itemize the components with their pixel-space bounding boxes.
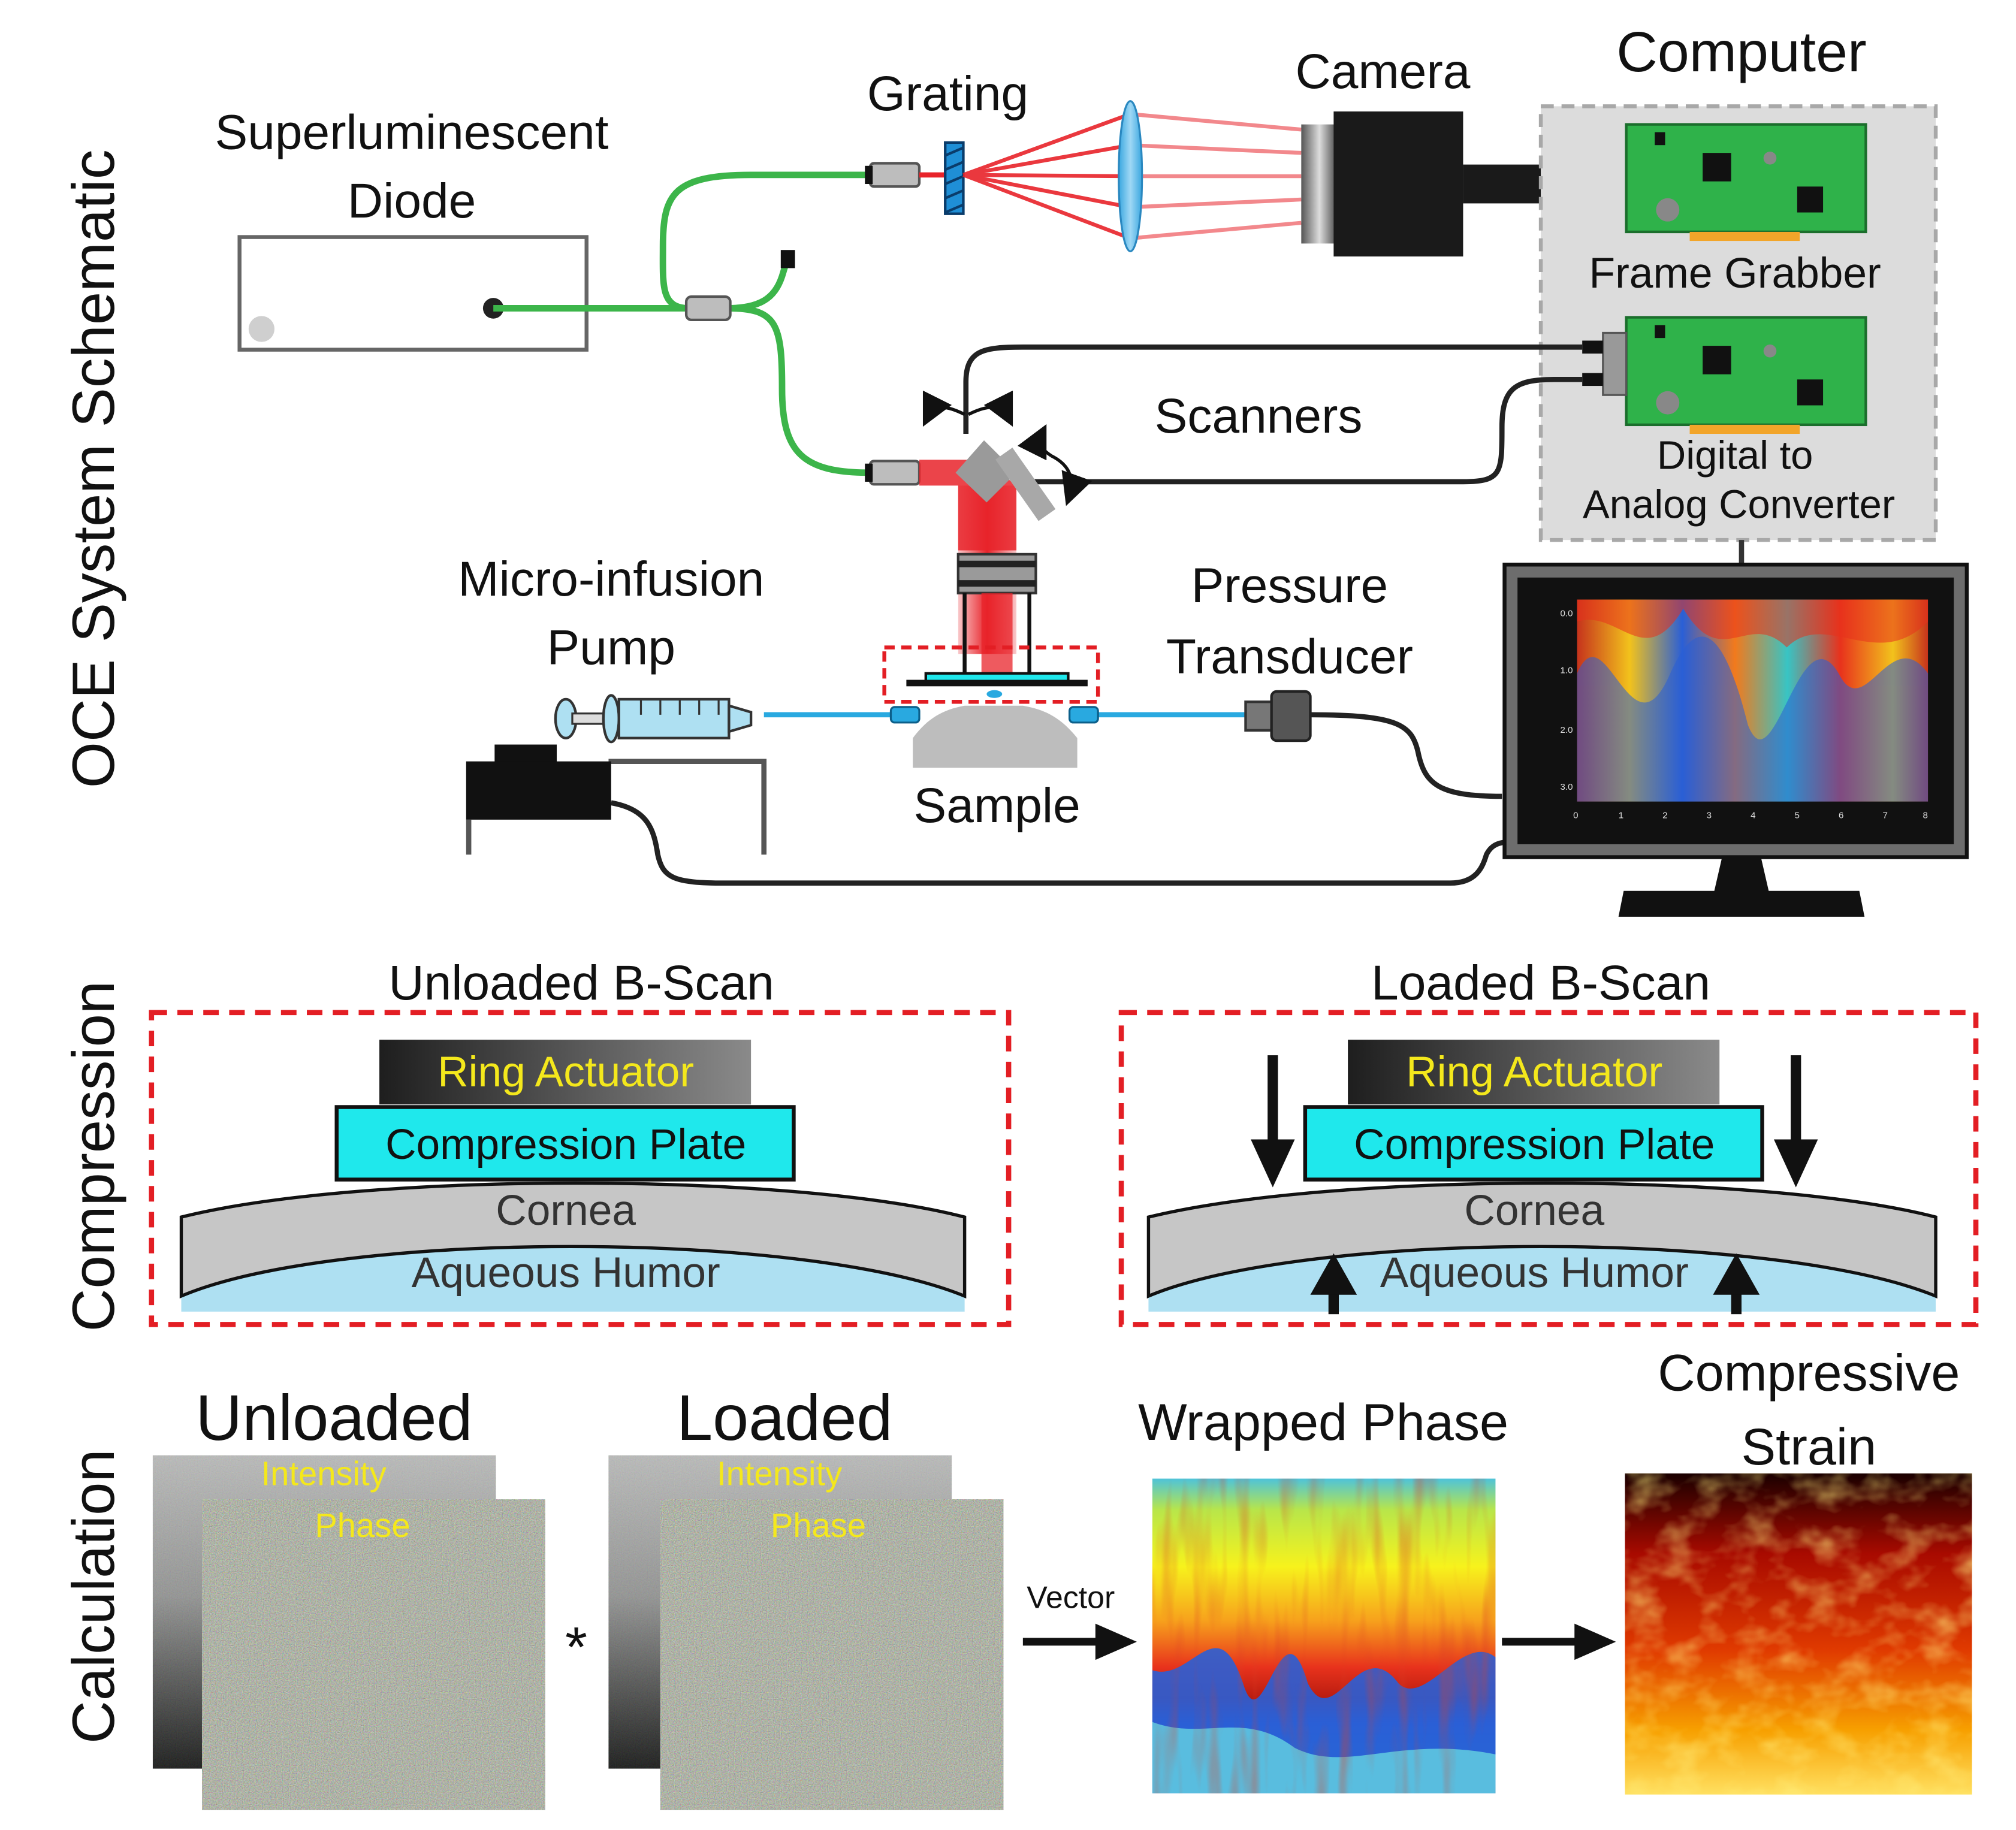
unloaded-phase-label: Phase <box>315 1506 410 1544</box>
loaded-ring-actuator <box>1348 1040 1720 1105</box>
svg-text:3: 3 <box>1707 811 1712 821</box>
vector-arrow <box>1022 1623 1137 1660</box>
scanner-mirror-x <box>955 440 1017 503</box>
scanner-cables <box>963 344 1583 485</box>
unloaded-aqueous-humor <box>181 1246 965 1312</box>
svg-text:2.0: 2.0 <box>1560 725 1573 735</box>
unloaded-compression-plate <box>334 1105 796 1182</box>
svg-text:7: 7 <box>1882 811 1887 821</box>
pressure-transducer <box>1244 690 1312 742</box>
loaded-stack-title: Loaded <box>677 1381 892 1454</box>
fiber-end-cap <box>780 250 795 268</box>
compressive-strain-title-line2: Strain <box>1741 1418 1876 1476</box>
camera-body <box>1333 111 1463 257</box>
unloaded-stack-title: Unloaded <box>195 1381 472 1454</box>
pump-body-top <box>494 744 557 764</box>
svg-text:1: 1 <box>1619 811 1623 821</box>
wrapped-phase-title: Wrapped Phase <box>1138 1394 1508 1451</box>
computer-label: Computer <box>1616 20 1866 84</box>
sld-indicator <box>248 316 275 342</box>
unloaded-ring-actuator-label: Ring Actuator <box>437 1048 694 1096</box>
unloaded-intensity-label: Intensity <box>261 1454 387 1492</box>
spectrometer-lens <box>1118 100 1143 252</box>
multiply-operator: * <box>565 1615 587 1679</box>
loaded-intensity-label: Intensity <box>717 1454 842 1492</box>
svg-text:5: 5 <box>1795 811 1800 821</box>
optical-fibers <box>493 171 870 476</box>
camera-label: Camera <box>1295 44 1470 99</box>
spectrometer-collimator <box>868 162 921 188</box>
sample-holder <box>913 705 1078 768</box>
pressure-label-line2: Transducer <box>1166 630 1413 684</box>
svg-text:8: 8 <box>1923 811 1927 821</box>
loaded-compression-plate <box>1303 1105 1764 1182</box>
camera-lens <box>1301 124 1338 244</box>
svg-text:1.0: 1.0 <box>1560 666 1573 676</box>
sample-inset-marker <box>882 645 1100 704</box>
loaded-aqueous-humor-label: Aqueous Humor <box>1380 1249 1689 1297</box>
loaded-cornea <box>1146 1181 1937 1298</box>
syringe <box>554 694 753 744</box>
unloaded-cornea-label: Cornea <box>496 1186 636 1234</box>
sld-fiber-port <box>482 298 504 319</box>
unloaded-bscan-title: Unloaded B-Scan <box>388 956 774 1010</box>
unloaded-aqueous-humor-label: Aqueous Humor <box>412 1249 720 1297</box>
loaded-bscan-title: Loaded B-Scan <box>1371 956 1710 1010</box>
monitor: 0.0 1.0 2.0 3.0 0 1 2 3 4 5 6 7 8 <box>1502 562 1969 917</box>
strain-arrow <box>1502 1623 1616 1660</box>
sld-label-line2: Diode <box>348 174 476 228</box>
pump-body <box>466 761 611 820</box>
frame-grabber-label: Frame Grabber <box>1589 249 1881 297</box>
compressive-strain-title-line1: Compressive <box>1658 1345 1960 1402</box>
svg-text:6: 6 <box>1839 811 1843 821</box>
load-arrows <box>1251 1055 1818 1315</box>
sample-arm-collimator <box>868 460 921 486</box>
loaded-ring-actuator-label: Ring Actuator <box>1406 1048 1662 1096</box>
svg-text:4: 4 <box>1751 811 1755 821</box>
vector-label: Vector <box>1027 1580 1115 1615</box>
section-label-schematic: OCE System Schematic <box>61 149 127 788</box>
dac-label-line1: Digital to <box>1657 433 1813 478</box>
pump-cable <box>611 800 1515 886</box>
fiber-coupler <box>684 295 732 322</box>
dac-card <box>1582 316 1867 434</box>
pump-label-line2: Pump <box>547 621 675 675</box>
pressure-label-line1: Pressure <box>1191 558 1389 613</box>
sample-label: Sample <box>913 778 1080 833</box>
sld-box <box>237 235 588 352</box>
svg-text:0.0: 0.0 <box>1560 609 1573 619</box>
section-label-compression: Compression <box>61 981 127 1331</box>
grating-label: Grating <box>867 67 1028 121</box>
dispersed-spectrum <box>962 112 1302 240</box>
frame-grabber-card <box>1625 123 1867 241</box>
scanners-label: Scanners <box>1155 389 1363 443</box>
pump-stand <box>608 759 767 855</box>
unloaded-cornea <box>179 1181 967 1299</box>
svg-text:2: 2 <box>1662 811 1667 821</box>
loaded-compression-plate-label: Compression Plate <box>1354 1121 1715 1168</box>
loaded-phase-label: Phase <box>771 1506 866 1544</box>
unloaded-ring-actuator <box>379 1040 752 1105</box>
svg-text:3.0: 3.0 <box>1560 782 1573 792</box>
dac-label-line2: Analog Converter <box>1583 482 1895 527</box>
unloaded-compression-plate-label: Compression Plate <box>385 1121 746 1168</box>
scanner-mirror-y <box>995 448 1056 521</box>
sld-label-line1: Superluminescent <box>215 105 608 160</box>
pump-label-line1: Micro-infusion <box>458 552 764 606</box>
focused-beam <box>981 593 1013 674</box>
svg-text:0: 0 <box>1573 811 1578 821</box>
objective-lens <box>956 552 1037 674</box>
section-label-calculation: Calculation <box>61 1449 127 1744</box>
loaded-cornea-label: Cornea <box>1464 1186 1604 1234</box>
